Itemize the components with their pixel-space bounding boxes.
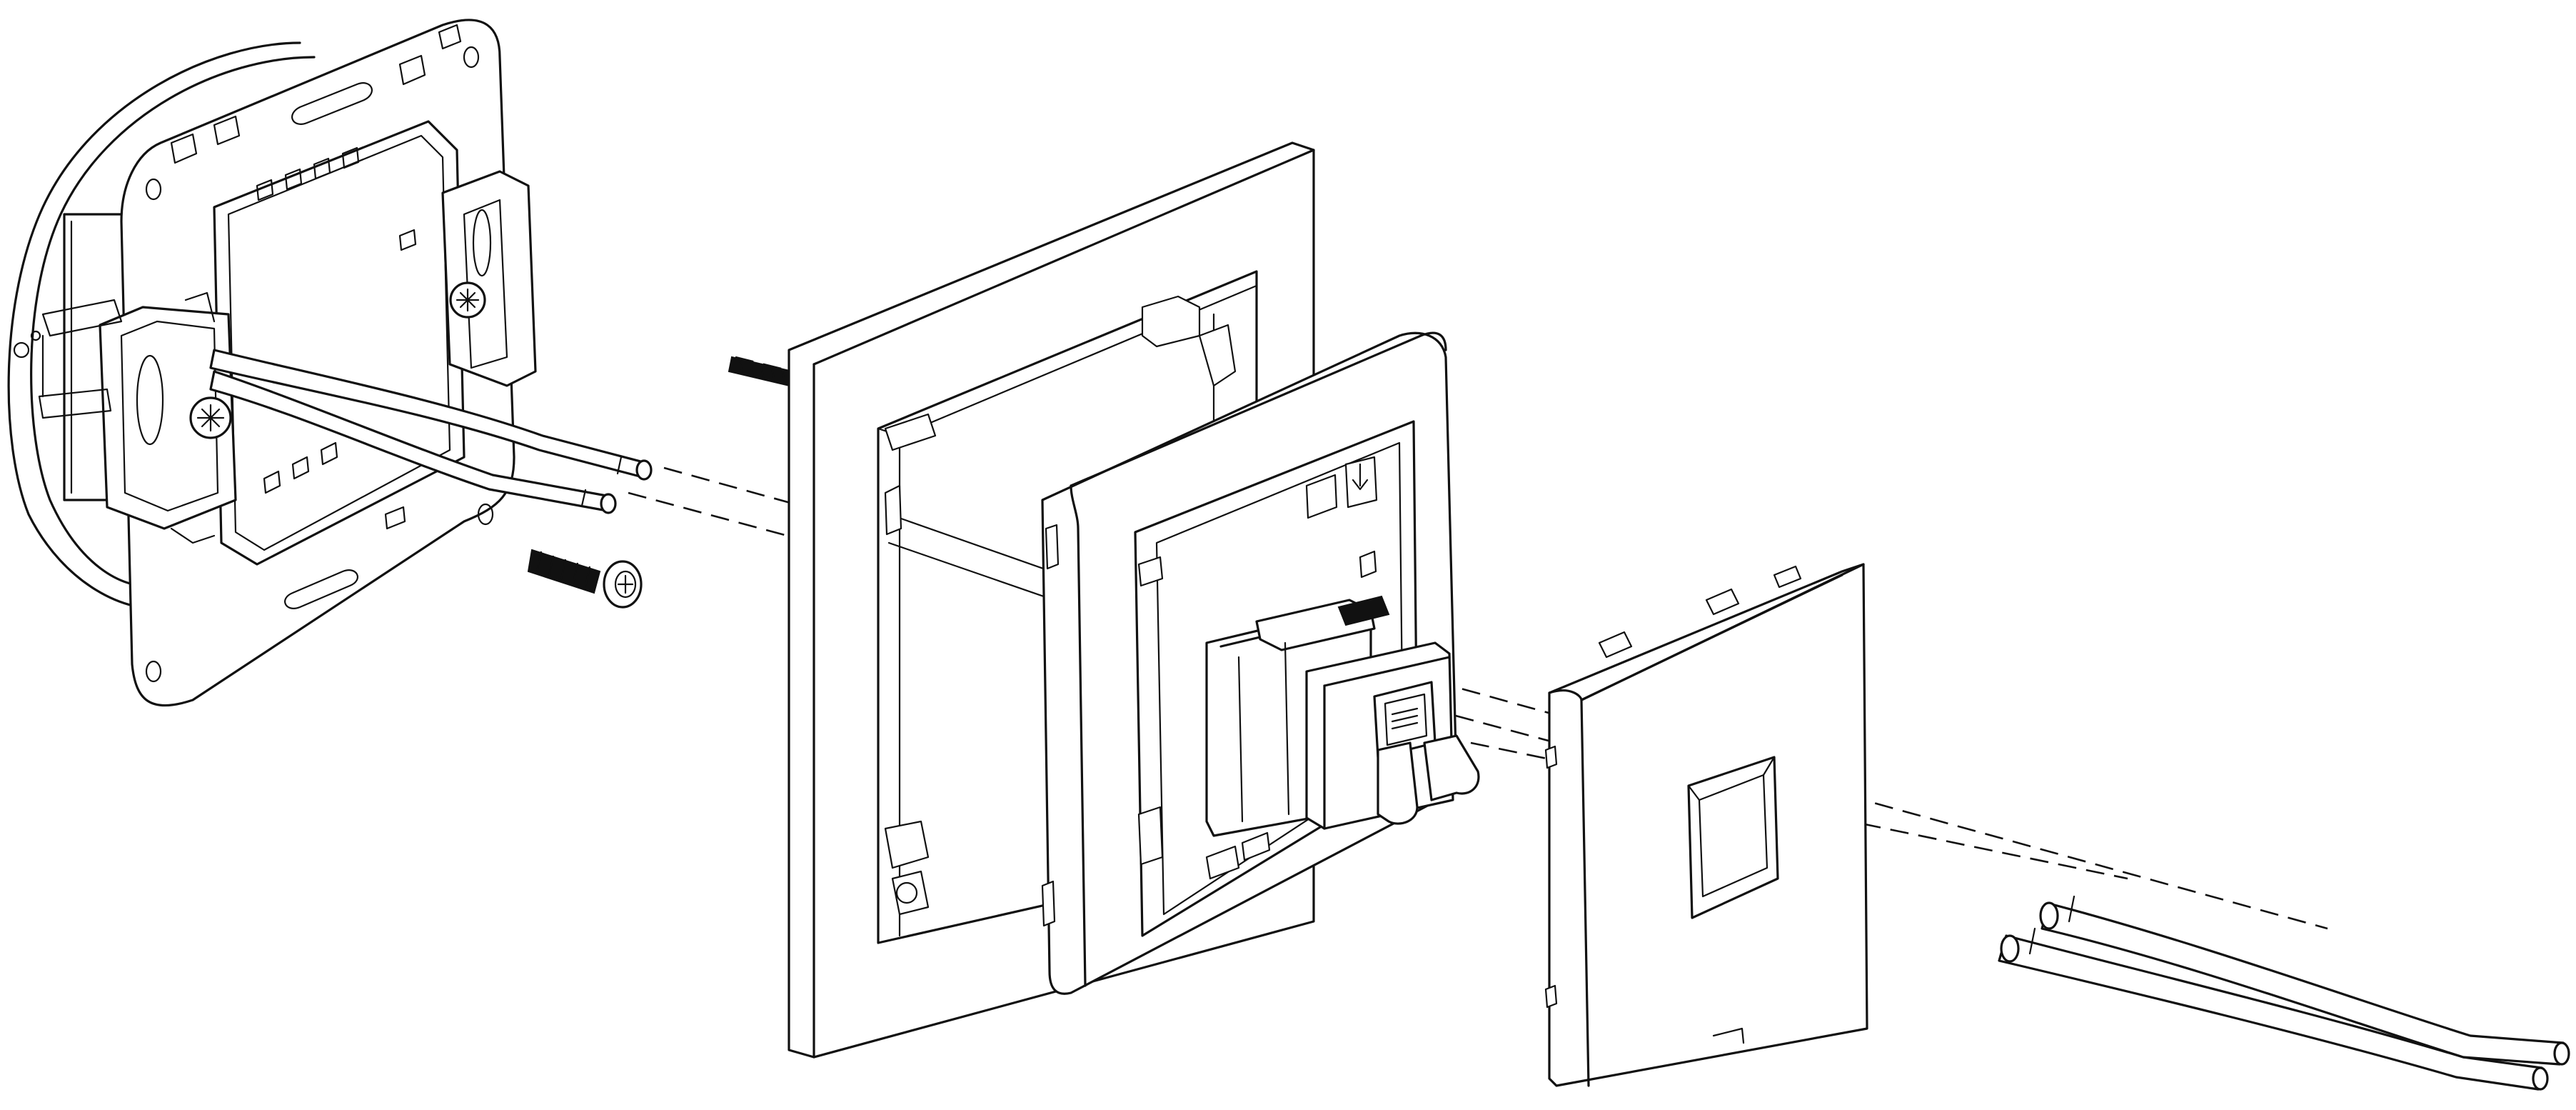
mounting-box: [7, 41, 316, 610]
screw-icon: [527, 549, 643, 609]
cable: [1998, 895, 2570, 1091]
screw-icon: [728, 356, 794, 387]
data-jack: [1205, 595, 1480, 837]
wires: [209, 349, 653, 514]
arrow-down-icon: [1344, 456, 1378, 509]
mounting-frame: [38, 19, 537, 707]
cover-plate: [1544, 563, 1868, 1087]
screws: [527, 356, 794, 609]
